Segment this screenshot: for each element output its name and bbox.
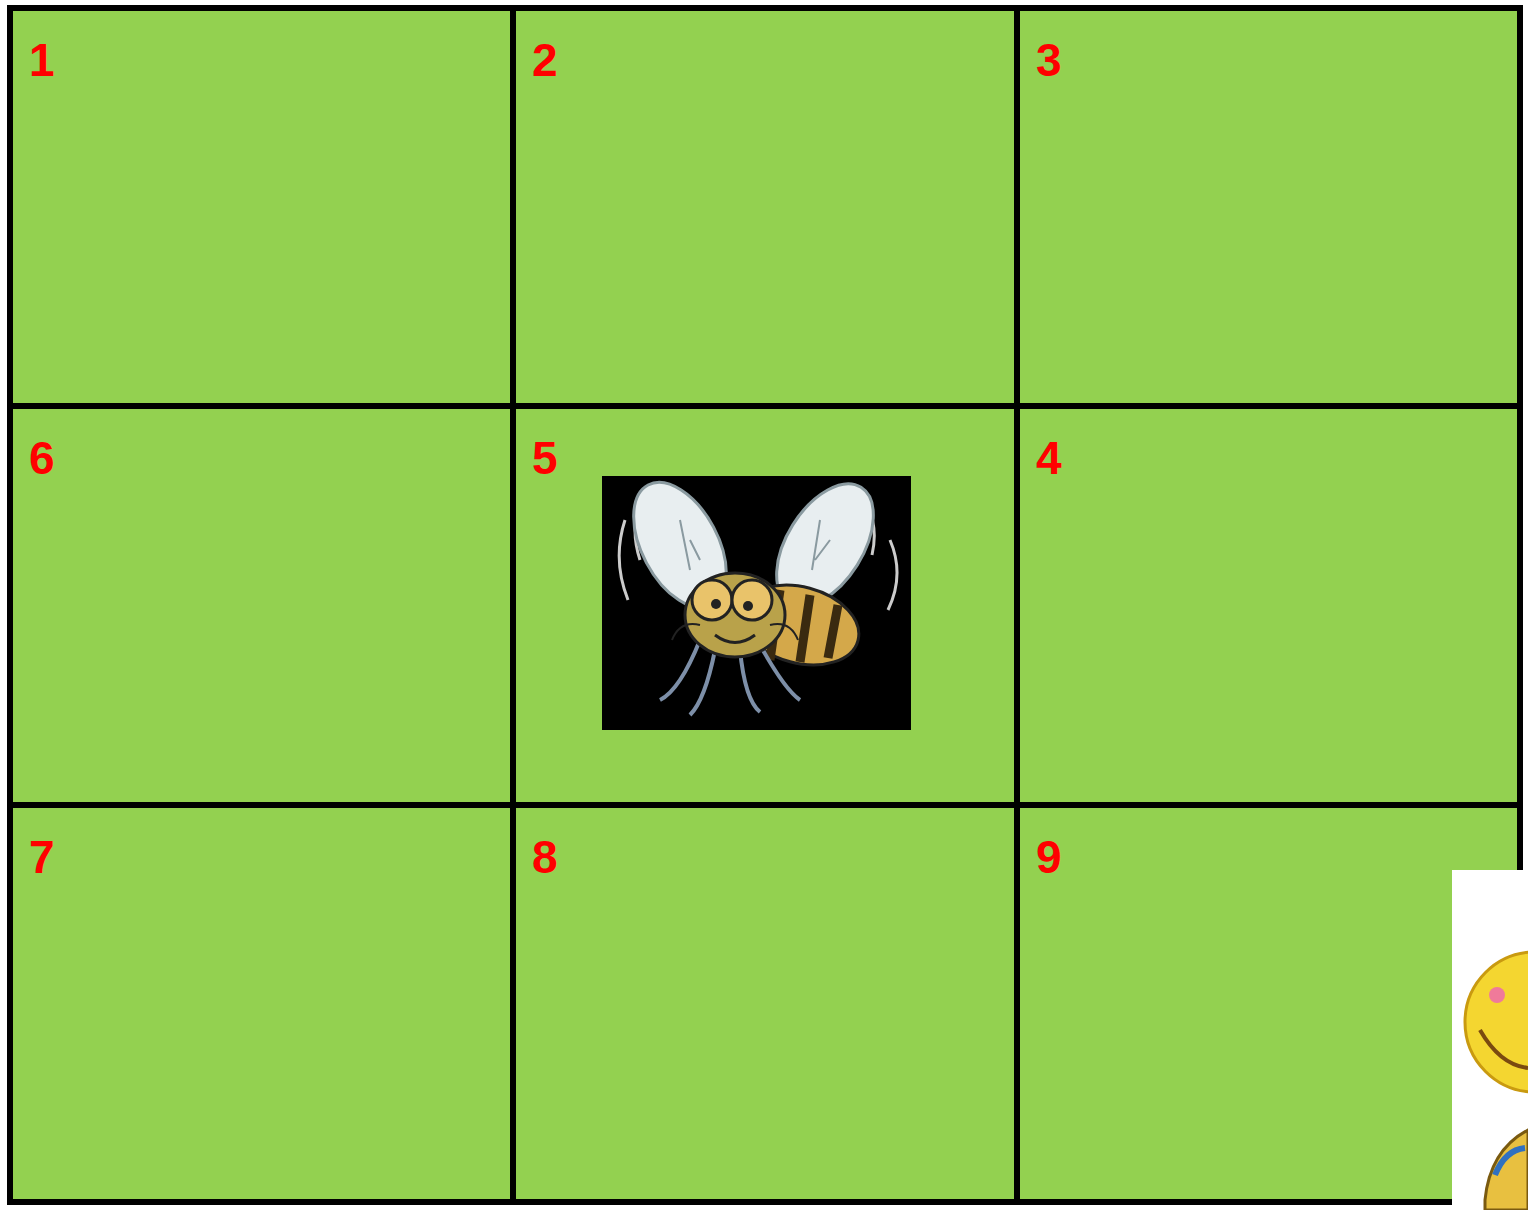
cell-number: 2: [532, 37, 558, 83]
cell-number: 7: [29, 834, 55, 880]
grid-cell: 8: [516, 808, 1013, 1200]
cell-number: 1: [29, 37, 55, 83]
grid-cell: 7: [13, 808, 510, 1200]
grid-cell: 9: [1020, 808, 1517, 1200]
cell-number: 8: [532, 834, 558, 880]
green-field: [10, 8, 1520, 1202]
smiley-picture: [1452, 870, 1528, 1210]
cell-number: 4: [1036, 435, 1062, 481]
grid-cell: 2: [516, 11, 1013, 403]
grid-cell: 4: [1020, 409, 1517, 801]
grid-cell: 6: [13, 409, 510, 801]
cell-number: 9: [1036, 834, 1062, 880]
grid-cell: 3: [1020, 11, 1517, 403]
cell-number: 5: [532, 435, 558, 481]
cell-number: 6: [29, 435, 55, 481]
grid-cell: 5: [516, 409, 1013, 801]
grid-lines: [10, 8, 1520, 1202]
fly-picture: [602, 467, 911, 730]
grid-cell: 1: [13, 11, 510, 403]
cell-number: 3: [1036, 37, 1062, 83]
